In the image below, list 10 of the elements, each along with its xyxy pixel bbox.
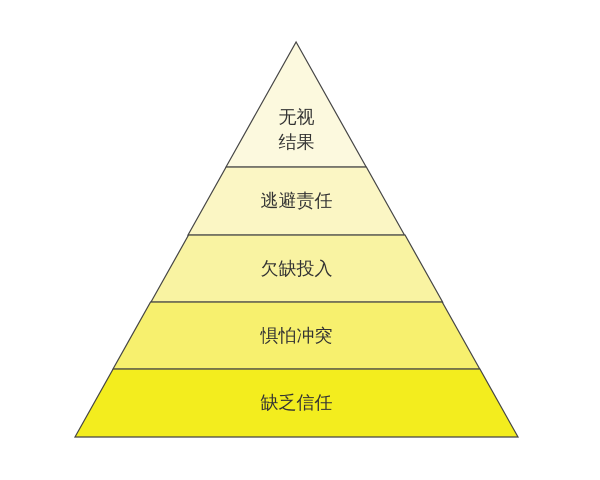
pyramid-tier <box>150 235 442 302</box>
pyramid-tier <box>188 167 405 235</box>
pyramid-apex <box>226 42 367 167</box>
tier-label: 欠缺投入 <box>259 257 334 281</box>
tier-label: 逃避责任 <box>259 190 334 214</box>
pyramid-tier <box>113 302 480 369</box>
tier-label: 惧怕冲突 <box>259 324 334 348</box>
tier-label: 无视结果 <box>277 106 316 154</box>
pyramid-tier <box>75 369 518 437</box>
tier-label: 缺乏信任 <box>260 392 334 416</box>
